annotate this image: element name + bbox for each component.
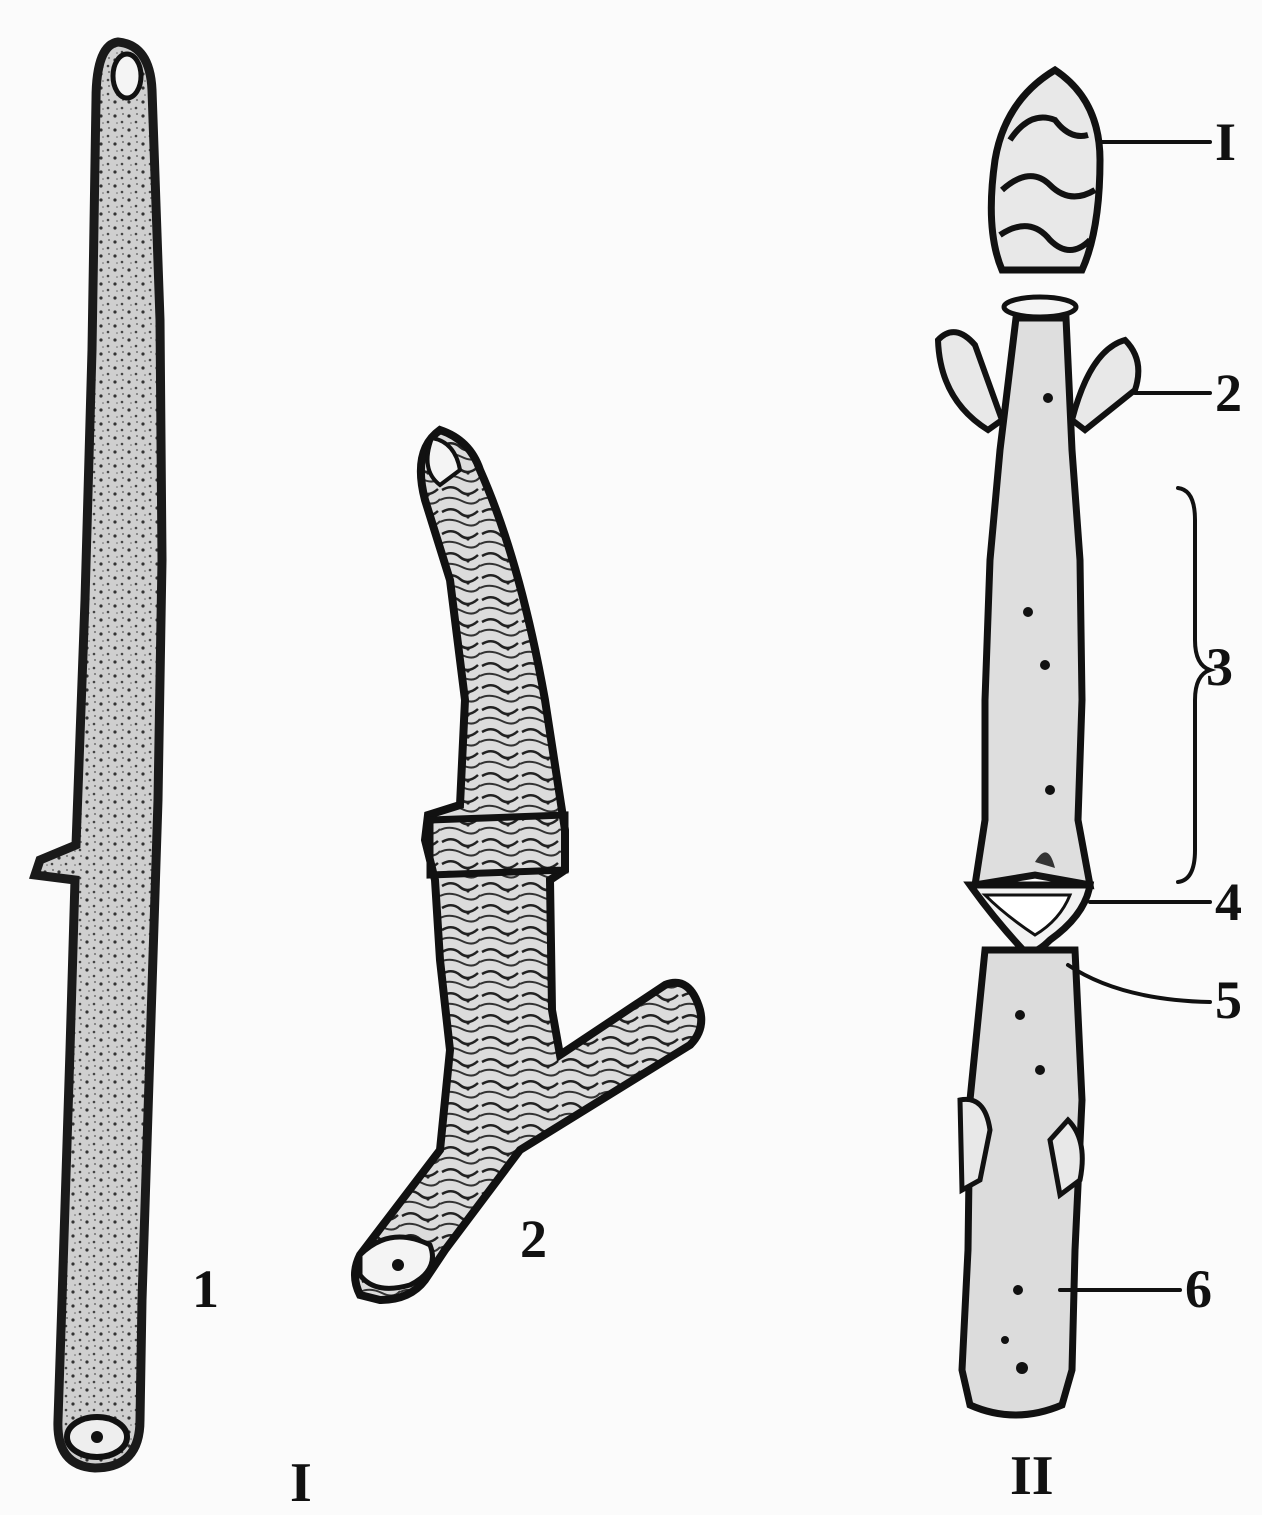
specimen-1-label: 1 (192, 1262, 219, 1316)
twig-specimen-II (938, 70, 1210, 1415)
callout-label-2: 2 (1215, 366, 1242, 420)
specimen-2-label: 2 (520, 1212, 547, 1266)
callout-label-6: 6 (1185, 1262, 1212, 1316)
twig-specimen-2 (355, 430, 701, 1300)
callout-label-5: 5 (1215, 973, 1242, 1027)
callout-line-5 (1068, 965, 1210, 1002)
panel-II-label: II (1010, 1448, 1054, 1504)
callout-label-4: 4 (1215, 875, 1242, 929)
twig-specimen-1 (35, 42, 162, 1468)
callout-label-3: 3 (1206, 640, 1233, 694)
panel-I-label: I (290, 1455, 312, 1511)
callout-label-1: I (1215, 115, 1236, 169)
